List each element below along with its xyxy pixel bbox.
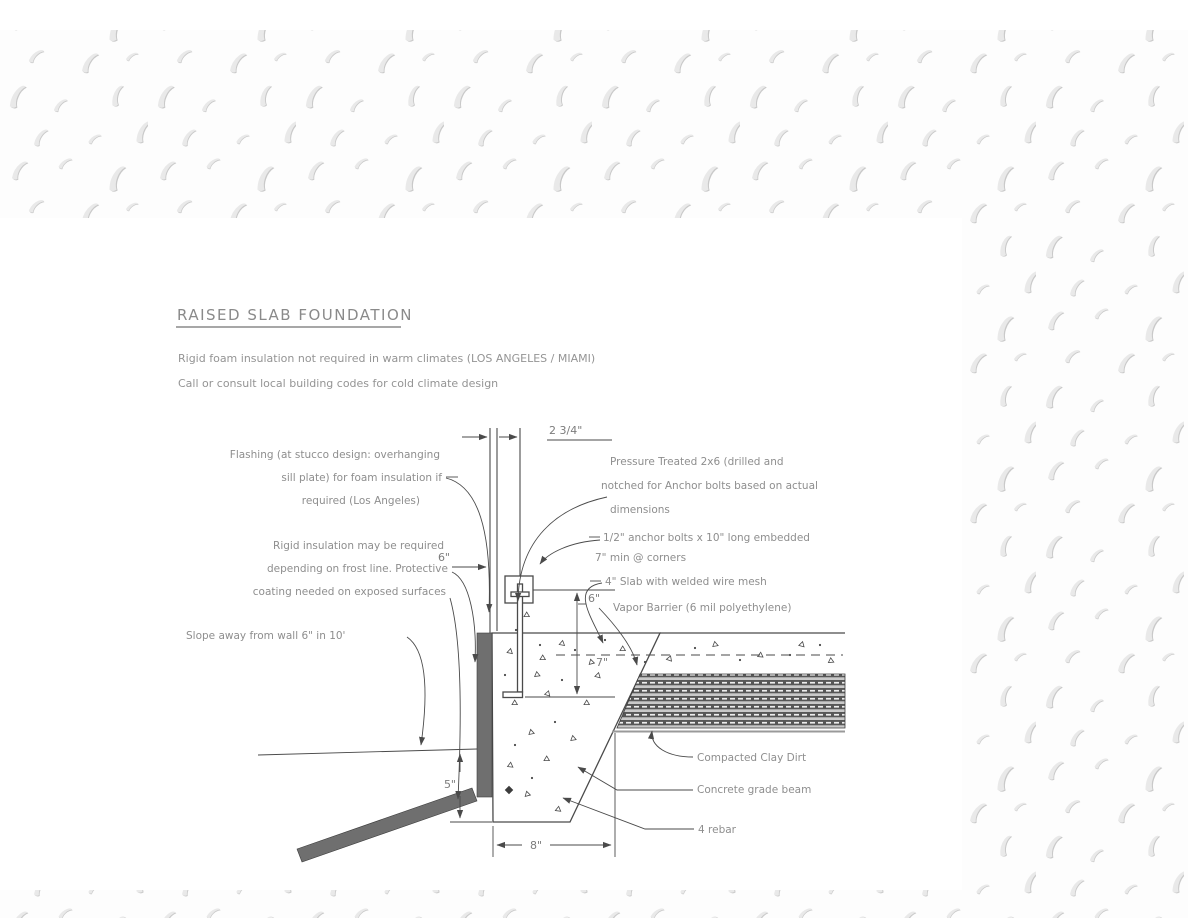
page-title: RAISED SLAB FOUNDATION — [177, 306, 413, 324]
label-pressure-treated-line3: dimensions — [610, 504, 670, 516]
leader-lines — [406, 477, 694, 830]
note-warm-climates: Rigid foam insulation not required in wa… — [178, 352, 595, 365]
dim-beam-width-graphics — [492, 733, 616, 857]
dim-embedment-graphics — [525, 589, 615, 698]
dim-grade-depth: 5" — [444, 778, 456, 791]
label-min-corners: 7" min @ corners — [595, 552, 686, 564]
label-rigid-insulation-line3: coating needed on exposed surfaces — [253, 586, 446, 598]
dim-wall-offset: 6" — [438, 551, 450, 564]
label-flashing-line3: required (Los Angeles) — [302, 495, 420, 507]
label-pressure-treated-line2: notched for Anchor bolts based on actual — [601, 480, 818, 492]
label-slope: Slope away from wall 6" in 10' — [186, 630, 345, 642]
below-grade-insulation-wing — [296, 787, 478, 863]
document-page: RAISED SLAB FOUNDATION Rigid foam insula… — [0, 218, 962, 890]
label-pressure-treated-line1: Pressure Treated 2x6 (drilled and — [610, 456, 784, 468]
dim-grade-graphics — [450, 753, 492, 823]
label-flashing-line1: Flashing (at stucco design: overhanging — [230, 449, 440, 461]
grade-line — [257, 748, 478, 756]
dim-beam-width: 8" — [530, 839, 542, 852]
label-vapor-barrier: Vapor Barrier (6 mil polyethylene) — [613, 602, 791, 614]
rebar-dot — [504, 785, 514, 795]
label-anchor-bolts: 1/2" anchor bolts x 10" long embedded — [603, 532, 810, 544]
foundation-detail-drawing: RAISED SLAB FOUNDATION Rigid foam insula… — [176, 306, 846, 863]
clay-hatch-band — [616, 673, 846, 729]
grade-beam-outline — [491, 632, 662, 823]
rigid-insulation-bar — [476, 632, 493, 798]
wall-framing-lines — [489, 428, 521, 633]
label-grade-beam: Concrete grade beam — [697, 784, 811, 796]
dim-vapor-offset: 6" — [588, 592, 600, 605]
label-flashing-line2: sill plate) for foam insulation if — [281, 472, 442, 484]
aggregate-specks — [503, 611, 835, 812]
label-slab-mesh: 4" Slab with welded wire mesh — [605, 576, 767, 588]
label-compacted-clay: Compacted Clay Dirt — [697, 752, 806, 764]
top-white-strip — [0, 0, 1188, 30]
label-rigid-insulation-line2: depending on frost line. Protective — [267, 563, 448, 575]
dim-top-width-graphics — [462, 433, 612, 441]
note-cold-climates: Call or consult local building codes for… — [178, 377, 498, 390]
label-rigid-insulation-line1: Rigid insulation may be required — [273, 540, 444, 552]
dim-top-width: 2 3/4" — [549, 424, 582, 437]
label-rebar: 4 rebar — [698, 824, 737, 836]
dim-embedment: 7" — [596, 656, 608, 669]
